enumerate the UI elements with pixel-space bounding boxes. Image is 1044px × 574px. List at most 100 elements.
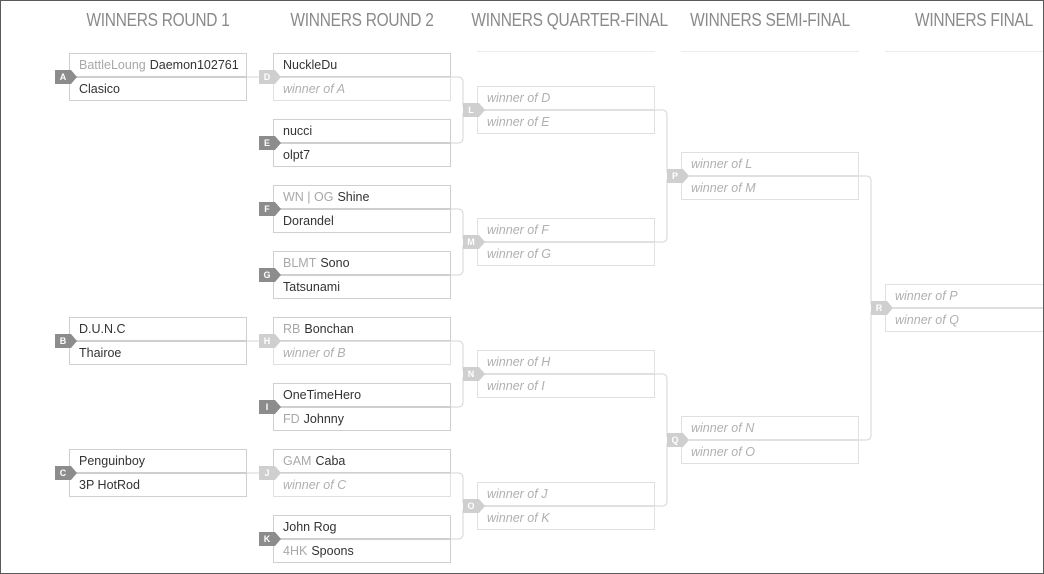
placeholder-label: winner of Q [895, 313, 959, 327]
placeholder-label: winner of N [691, 421, 755, 435]
match-identifier-badge: E [259, 136, 281, 150]
round-title-divider [477, 51, 655, 52]
placeholder-label: winner of B [283, 346, 346, 360]
player-slot[interactable]: OneTimeHero [273, 383, 451, 407]
player-slot[interactable]: NuckleDu [273, 53, 451, 77]
player-name: Johnny [303, 412, 344, 426]
placeholder-slot[interactable]: winner of O [681, 440, 859, 464]
placeholder-slot[interactable]: winner of D [477, 86, 655, 110]
placeholder-slot[interactable]: winner of N [681, 416, 859, 440]
connector-l-p [655, 109, 681, 177]
player-slot[interactable]: 3P HotRod [69, 473, 247, 497]
round-title: WINNERS ROUND 1 [86, 10, 230, 30]
placeholder-slot[interactable]: winner of Q [885, 308, 1043, 332]
player-slot[interactable]: Thairoe [69, 341, 247, 365]
player-name: Caba [315, 454, 346, 468]
connector-p-r [859, 175, 885, 309]
player-slot[interactable]: Dorandel [273, 209, 451, 233]
placeholder-label: winner of M [691, 181, 756, 195]
player-slot[interactable]: olpt7 [273, 143, 451, 167]
placeholder-slot[interactable]: winner of C [273, 473, 451, 497]
match-identifier-badge: I [259, 400, 281, 414]
player-name: olpt7 [283, 148, 311, 162]
connector-m-p [655, 175, 681, 243]
player-name: OneTimeHero [283, 388, 362, 402]
player-name: Sono [320, 256, 350, 270]
player-name: NuckleDu [283, 58, 338, 72]
player-name: Penguinboy [79, 454, 146, 468]
placeholder-slot[interactable]: winner of J [477, 482, 655, 506]
player-slot[interactable]: John Rog [273, 515, 451, 539]
placeholder-slot[interactable]: winner of L [681, 152, 859, 176]
player-name: Bonchan [304, 322, 354, 336]
placeholder-slot[interactable]: winner of G [477, 242, 655, 266]
player-name: Clasico [79, 82, 120, 96]
player-slot[interactable]: D.U.N.C [69, 317, 247, 341]
placeholder-label: winner of F [487, 223, 549, 237]
match-identifier-badge: K [259, 532, 281, 546]
placeholder-slot[interactable]: winner of A [273, 77, 451, 101]
player-name: Tatsunami [283, 280, 340, 294]
player-name: D.U.N.C [79, 322, 126, 336]
placeholder-label: winner of P [895, 289, 958, 303]
placeholder-label: winner of C [283, 478, 347, 492]
match-identifier-badge: F [259, 202, 281, 216]
placeholder-slot[interactable]: winner of M [681, 176, 859, 200]
player-slot[interactable]: nucci [273, 119, 451, 143]
connector-q-r [859, 307, 885, 441]
placeholder-slot[interactable]: winner of I [477, 374, 655, 398]
player-team-tag: 4HK [283, 544, 308, 558]
match-identifier-badge: P [667, 169, 689, 183]
player-slot[interactable]: Tatsunami [273, 275, 451, 299]
match-identifier-badge: Q [667, 433, 689, 447]
match-identifier-badge: R [871, 301, 893, 315]
match-identifier-badge: D [259, 70, 281, 84]
match-identifier-badge: M [463, 235, 485, 249]
connector-n-q [655, 373, 681, 441]
player-name: Thairoe [79, 346, 122, 360]
match-identifier-badge: A [55, 70, 77, 84]
player-team-tag: RB [283, 322, 301, 336]
placeholder-slot[interactable]: winner of F [477, 218, 655, 242]
player-team-tag: BLMT [283, 256, 317, 270]
player-slot[interactable]: Clasico [69, 77, 247, 101]
placeholder-slot[interactable]: winner of H [477, 350, 655, 374]
placeholder-label: winner of O [691, 445, 755, 459]
connector-o-q [655, 439, 681, 507]
match-identifier-badge: H [259, 334, 281, 348]
placeholder-slot[interactable]: winner of E [477, 110, 655, 134]
placeholder-slot[interactable]: winner of K [477, 506, 655, 530]
round-title: WINNERS SEMI-FINAL [690, 10, 850, 30]
round-title: WINNERS ROUND 2 [290, 10, 434, 30]
placeholder-slot[interactable]: winner of P [885, 284, 1043, 308]
player-slot[interactable]: Penguinboy [69, 449, 247, 473]
placeholder-label: winner of J [487, 487, 548, 501]
placeholder-slot[interactable]: winner of B [273, 341, 451, 365]
match-identifier-badge: B [55, 334, 77, 348]
